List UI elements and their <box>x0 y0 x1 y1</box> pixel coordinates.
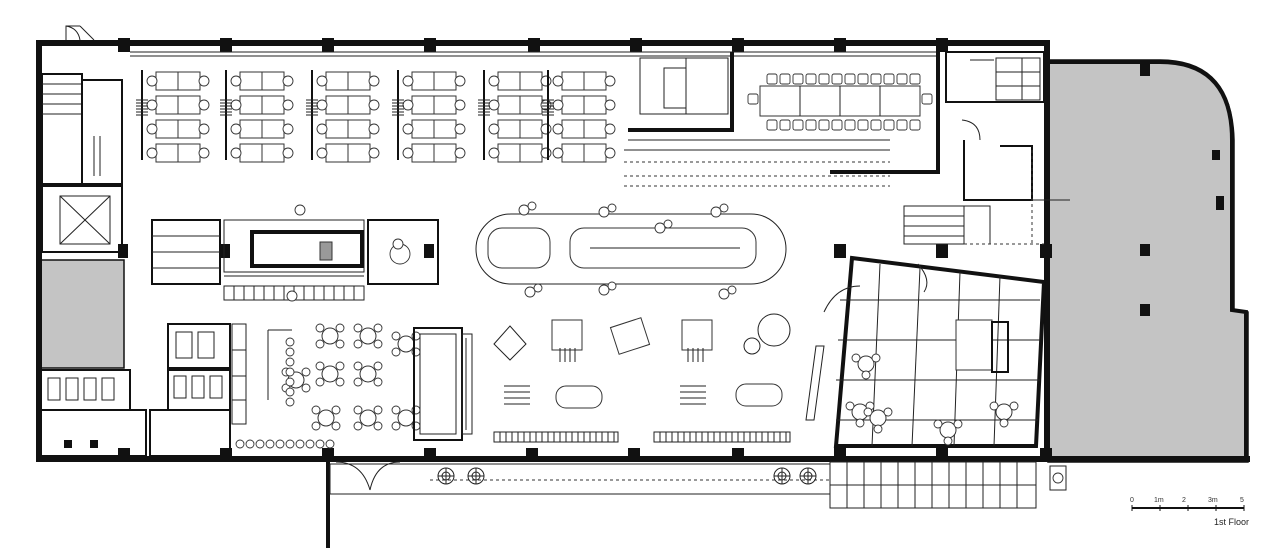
angled-room <box>805 255 1047 448</box>
west-core <box>39 25 247 457</box>
meeting-room-north-east <box>624 52 940 187</box>
scale-tick-label: 0 <box>1130 497 1134 504</box>
central-storage <box>151 219 439 301</box>
shaded-area-east <box>1047 59 1249 463</box>
lounge-island <box>475 213 787 285</box>
scale-tick-label: 2 <box>1182 497 1186 504</box>
workstation-area <box>136 70 616 163</box>
scale-bar: 0 1m 2 3m 5 <box>1130 497 1245 511</box>
shaded-room-west <box>39 259 125 369</box>
scale-tick-label: 5 <box>1240 497 1244 504</box>
columns-interior <box>118 64 1224 316</box>
scale-tick-label: 1m <box>1154 497 1164 504</box>
floor-label: 1st Floor <box>1214 517 1250 527</box>
window-band-north <box>130 51 936 57</box>
scale-tick-label: 3m <box>1208 497 1218 504</box>
columns-north <box>118 38 948 52</box>
lounge-furniture <box>493 313 791 443</box>
cafe-seating <box>235 201 737 449</box>
booth-area <box>267 325 527 441</box>
south-terrace <box>329 461 1067 509</box>
north-east-service <box>903 51 1070 245</box>
